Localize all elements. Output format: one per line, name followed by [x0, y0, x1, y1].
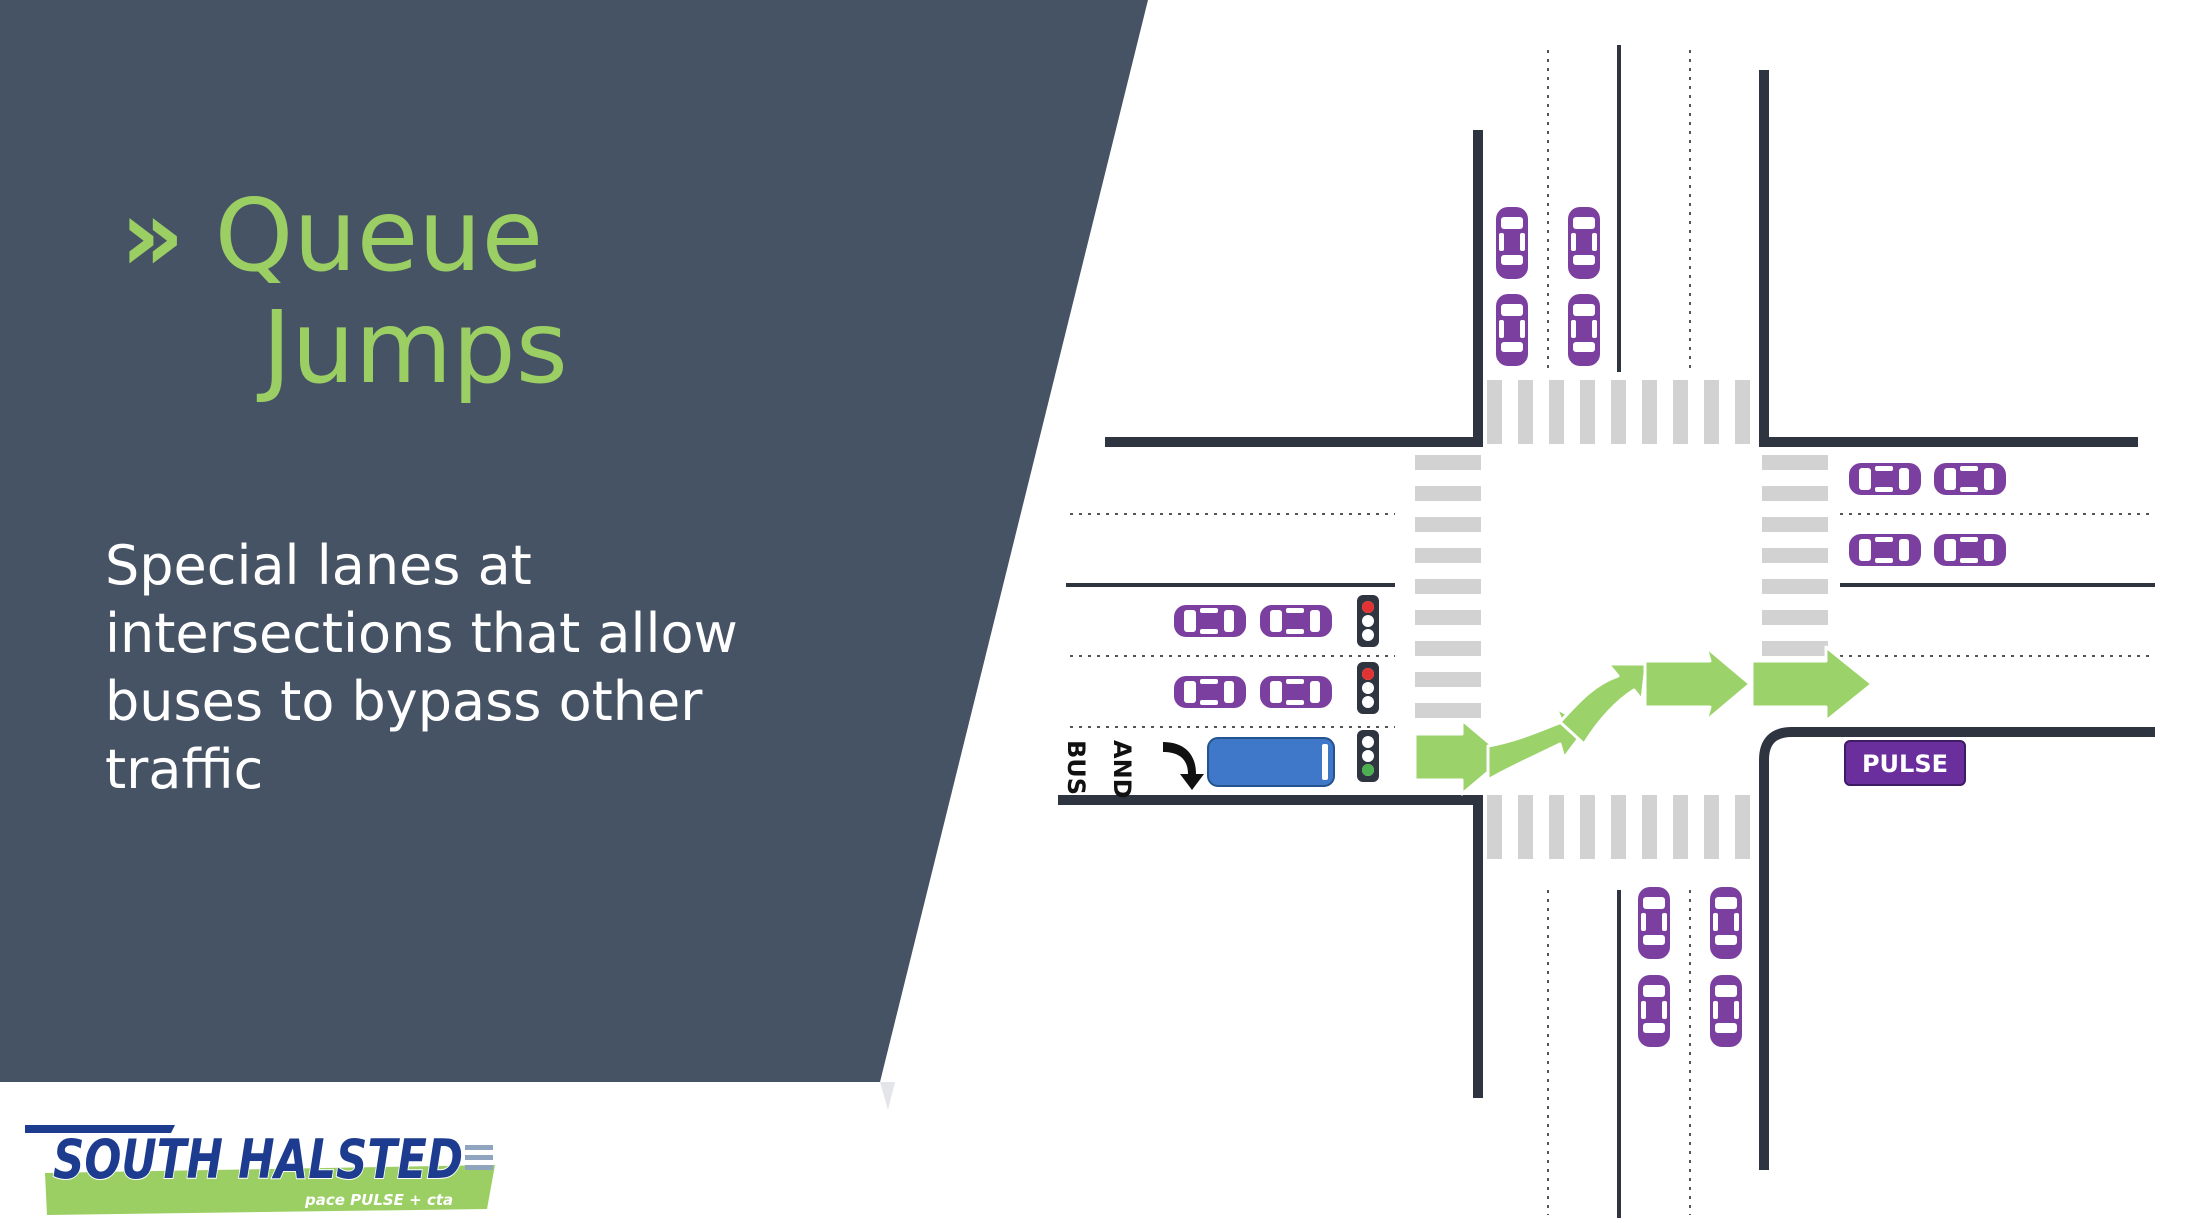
bus	[1207, 737, 1335, 787]
description-text: Special lanes at intersections that allo…	[105, 534, 738, 801]
pulse-sign: PULSE	[1844, 740, 1966, 786]
center-lines	[1066, 45, 2155, 1218]
pavement-marking-and: AND	[1108, 740, 1136, 799]
crosswalk-south	[1487, 795, 1750, 859]
title-line-1: Queue	[214, 177, 544, 294]
traffic-signal-2	[1357, 662, 1379, 714]
title-line-2: Jumps	[262, 289, 568, 406]
crosswalk-north	[1487, 380, 1750, 444]
curbs	[1058, 70, 2155, 1170]
right-turn-arrow-icon	[1163, 742, 1204, 790]
south-halsted-logo: SOUTH HALSTED pace PULSE + cta	[25, 1125, 495, 1215]
cars-east	[1849, 463, 2006, 566]
bus-path-arrows	[1413, 645, 1874, 796]
traffic-signal-1	[1357, 595, 1379, 647]
logo-partners-text: pace PULSE + cta	[304, 1191, 453, 1209]
lane-dividers	[1070, 50, 2155, 1215]
crosswalk-east	[1762, 455, 1828, 656]
pulse-sign-label: PULSE	[1862, 750, 1948, 778]
traffic-signal-3	[1357, 730, 1379, 782]
slide-title: »Queue Jumps	[120, 180, 568, 404]
logo-text: SOUTH HALSTED	[53, 1128, 463, 1191]
pavement-marking-bus: BUS	[1062, 740, 1090, 795]
crosswalk-west	[1415, 455, 1481, 718]
